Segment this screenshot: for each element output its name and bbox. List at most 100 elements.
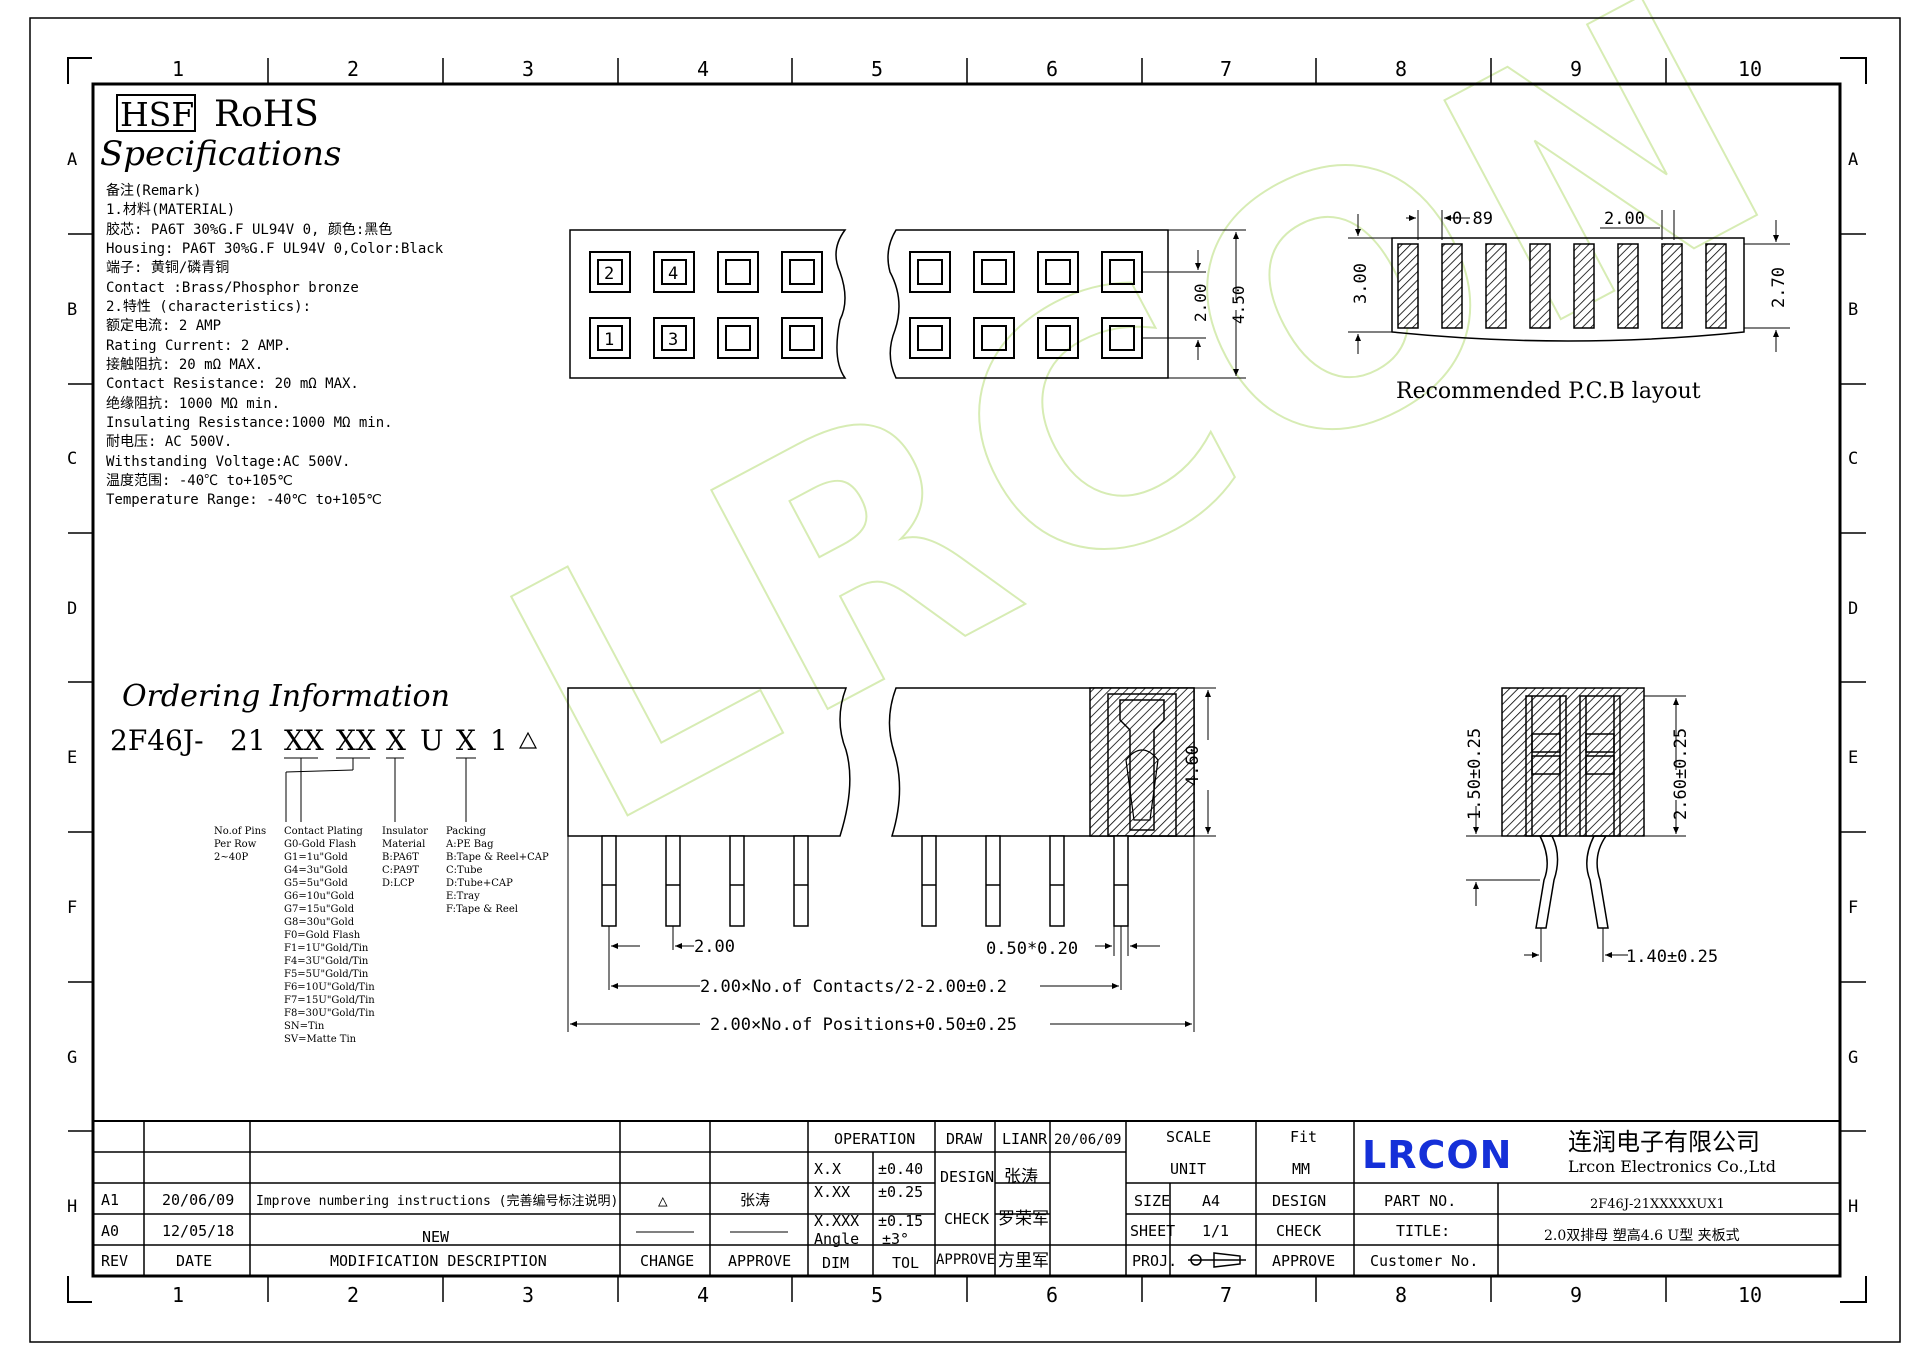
spec-line: Temperature Range: -40℃ to+105℃ (106, 492, 382, 508)
tol-val: ±0.15 (878, 1212, 923, 1230)
code-part: XX (336, 724, 376, 757)
col-label-bottom: 4 (697, 1283, 709, 1307)
legend-item: G7=15u"Gold (284, 904, 355, 915)
hsf-box (116, 94, 196, 132)
dim-contacts-label: 2.00×No.of Contacts/2-2.00±0.2 (700, 977, 1007, 997)
rev-cell: 20/06/09 (162, 1191, 234, 1209)
row-label-left: H (67, 1197, 77, 1217)
spec-line: 耐电压: AC 500V. (106, 434, 232, 450)
title-block: REV DATE MODIFICATION DESCRIPTION CHANGE… (92, 1120, 1841, 1277)
operation-label: OPERATION (834, 1130, 915, 1148)
row-label-left: D (67, 599, 77, 619)
rev-cell: Improve numbering instructions (完善编号标注说明… (256, 1193, 618, 1209)
column-labels: 1 2 3 4 5 6 7 8 9 10 1 2 3 4 5 6 7 8 9 1… (172, 57, 1762, 1307)
code-part: X (456, 724, 476, 757)
legend-item: C:Tube (446, 865, 483, 876)
dim-pitch-label: 2.00 (694, 937, 735, 957)
col-label-bottom: 5 (871, 1283, 883, 1307)
row-label-right: D (1848, 599, 1858, 619)
rev-header: MODIFICATION DESCRIPTION (330, 1252, 547, 1270)
ordering-title: Ordering Information (122, 679, 450, 714)
approve-name: 方里军 (998, 1251, 1049, 1271)
pcb-dim-pitch: 2.00 (1604, 209, 1645, 229)
rev-header: REV (101, 1252, 128, 1270)
rev-cell: A1 (101, 1191, 119, 1209)
spec-list: 备注(Remark) 1.材料(MATERIAL) 胶芯: PA6T 30%G.… (106, 182, 444, 508)
dim-width-label: 4.50 (1229, 285, 1248, 324)
hsf-label: HSF (120, 95, 194, 134)
rev-change-triangle-icon: △ (658, 1191, 668, 1210)
spec-line: Contact :Brass/Phosphor bronze (106, 280, 359, 296)
check-label: CHECK (944, 1210, 989, 1228)
legend-item: B:Tape & Reel+CAP (446, 852, 549, 863)
legend-item: C:PA9T (382, 865, 419, 876)
side-view: 1.50±0.25 2.60±0.25 1.40±0.25 (1465, 687, 1718, 967)
spec-line: 1.材料(MATERIAL) (106, 202, 235, 218)
company-logo: LRCON (1362, 1133, 1512, 1177)
legend-item: E:Tray (446, 891, 480, 902)
col-label-top: 9 (1570, 57, 1582, 81)
legend-item: G5=5u"Gold (284, 878, 348, 889)
col-label-top: 5 (871, 57, 883, 81)
top-view: 2 4 1 3 2.00 4.50 (569, 229, 1248, 379)
rev-cell: 张涛 (740, 1191, 770, 1209)
col-label-bottom: 1 (172, 1283, 184, 1307)
spec-line: Insulating Resistance:1000 MΩ min. (106, 415, 393, 431)
spec-line: 端子: 黄铜/磷青铜 (106, 259, 229, 276)
unit-label: UNIT (1170, 1160, 1206, 1178)
code-part: XX (284, 724, 324, 757)
col-label-top: 4 (697, 57, 709, 81)
legend-item: Material (382, 839, 425, 850)
legend-item: F8=30U"Gold/Tin (284, 1008, 375, 1019)
legend-item: G8=30u"Gold (284, 917, 355, 928)
pcb-caption: Recommended P.C.B layout (1396, 379, 1701, 404)
row-label-right: B (1848, 300, 1858, 320)
legend-item: F1=1U"Gold/Tin (284, 943, 369, 954)
legend-item: F:Tape & Reel (446, 904, 518, 915)
rev-cell: A0 (101, 1222, 119, 1240)
dim-b-label: 2.60±0.25 (1671, 728, 1691, 820)
corner-marks (67, 57, 1867, 1303)
tol-val: ±0.40 (878, 1160, 923, 1178)
unit-value: MM (1292, 1160, 1310, 1178)
col-label-bottom: 8 (1395, 1283, 1407, 1307)
legend-head: No.of Pins (214, 826, 266, 837)
spec-line: 绝缘阻抗: 1000 MΩ min. (106, 396, 280, 412)
legend-item: F4=3U"Gold/Tin (284, 956, 369, 967)
size-value: A4 (1202, 1192, 1220, 1210)
tol-val: ±3° (882, 1230, 909, 1248)
col-label-bottom: 10 (1738, 1283, 1762, 1307)
size-design-label: DESIGN (1272, 1192, 1326, 1210)
scale-label: SCALE (1166, 1128, 1211, 1146)
spec-title: Specifications (100, 134, 341, 174)
code-part: 2F46J- (110, 724, 204, 757)
col-label-top: 3 (522, 57, 534, 81)
rohs-label: RoHS (214, 94, 319, 135)
spec-line: 额定电流: 2 AMP (106, 318, 221, 334)
rev-header: DATE (176, 1252, 212, 1270)
part-no-value: 2F46J-21XXXXXUX1 (1590, 1197, 1725, 1212)
dim-a-label: 1.50±0.25 (1465, 728, 1485, 820)
col-label-top: 10 (1738, 57, 1762, 81)
rev-header: APPROVE (728, 1252, 791, 1270)
dim-height-label: 4.60 (1183, 745, 1203, 786)
title-value: 2.0双排母 塑高4.6 U型 夹板式 (1544, 1227, 1740, 1244)
sheet-label: SHEET (1130, 1222, 1175, 1240)
pcb-dim-right: 2.70 (1769, 267, 1789, 308)
row-label-left: G (67, 1048, 77, 1068)
pcb-layout: 0.89 2.00 3.00 2.70 Recommended P.C.B la… (1348, 209, 1790, 404)
size-label: SIZE (1134, 1192, 1170, 1210)
tol-dim: Angle (814, 1230, 859, 1248)
legend-item: F6=10U"Gold/Tin (284, 982, 375, 993)
scale-value: Fit (1290, 1128, 1317, 1146)
rev-cell: NEW (422, 1228, 450, 1246)
tol-dim: X.X (814, 1160, 841, 1178)
col-label-bottom: 2 (347, 1283, 359, 1307)
draw-name: LIANR (1002, 1130, 1048, 1148)
rev-header: CHANGE (640, 1252, 694, 1270)
legend-item: 2~40P (214, 852, 248, 863)
projection-symbol-icon (1188, 1252, 1246, 1268)
legend-item: F5=5U"Gold/Tin (284, 969, 369, 980)
spec-line: 2.特性 (characteristics): (106, 299, 311, 315)
